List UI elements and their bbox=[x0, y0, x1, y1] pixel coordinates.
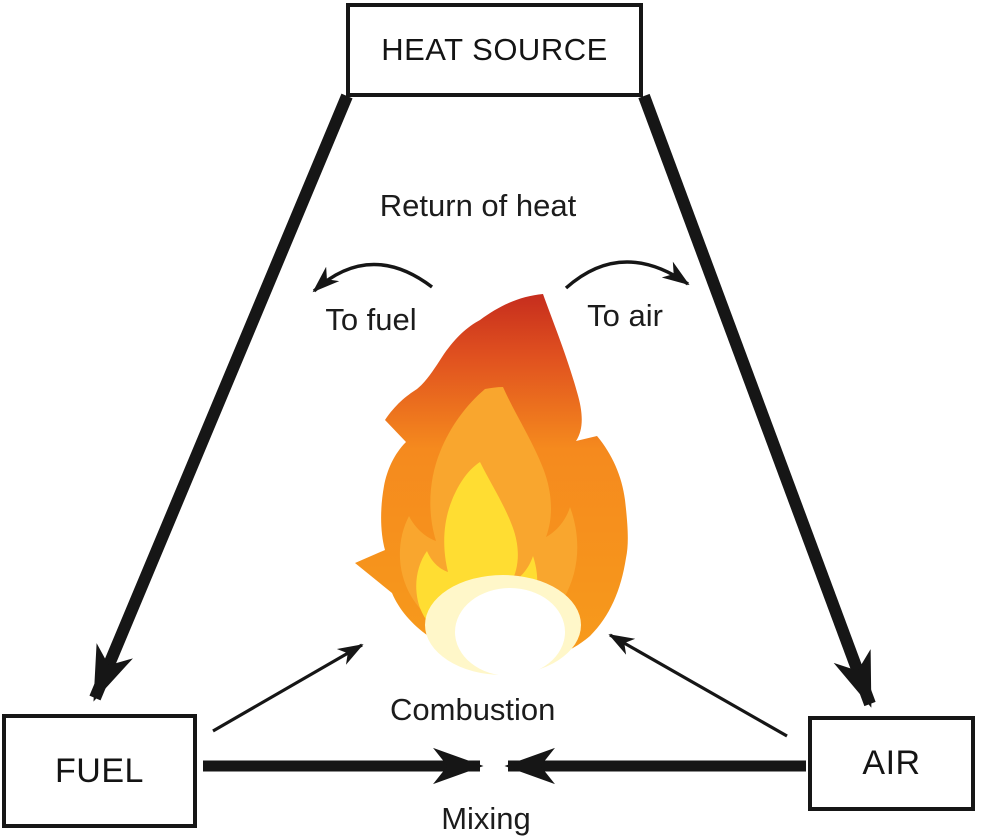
combustion-arrow-from-air bbox=[608, 633, 788, 738]
combustion-arrow-from-fuel bbox=[212, 643, 364, 733]
heat-source-label: HEAT SOURCE bbox=[381, 32, 608, 67]
fuel-label: FUEL bbox=[55, 751, 144, 790]
heat-to-fuel-arrow bbox=[89, 93, 353, 702]
to-air-label: To air bbox=[587, 298, 663, 333]
flame-icon bbox=[355, 294, 628, 676]
return-of-heat-label: Return of heat bbox=[379, 188, 577, 223]
mixing-label: Mixing bbox=[441, 801, 531, 836]
combustion-label: Combustion bbox=[390, 692, 556, 727]
heat-to-air-arrow bbox=[638, 93, 876, 708]
air-label: AIR bbox=[862, 744, 921, 782]
return-to-fuel-curved-arrow bbox=[312, 262, 434, 293]
flame-core bbox=[455, 588, 565, 676]
fuel-box: FUEL bbox=[2, 714, 197, 828]
to-fuel-label: To fuel bbox=[325, 302, 417, 337]
heat-source-box: HEAT SOURCE bbox=[346, 3, 643, 97]
return-to-air-curved-arrow bbox=[564, 260, 690, 290]
air-box: AIR bbox=[808, 716, 975, 811]
